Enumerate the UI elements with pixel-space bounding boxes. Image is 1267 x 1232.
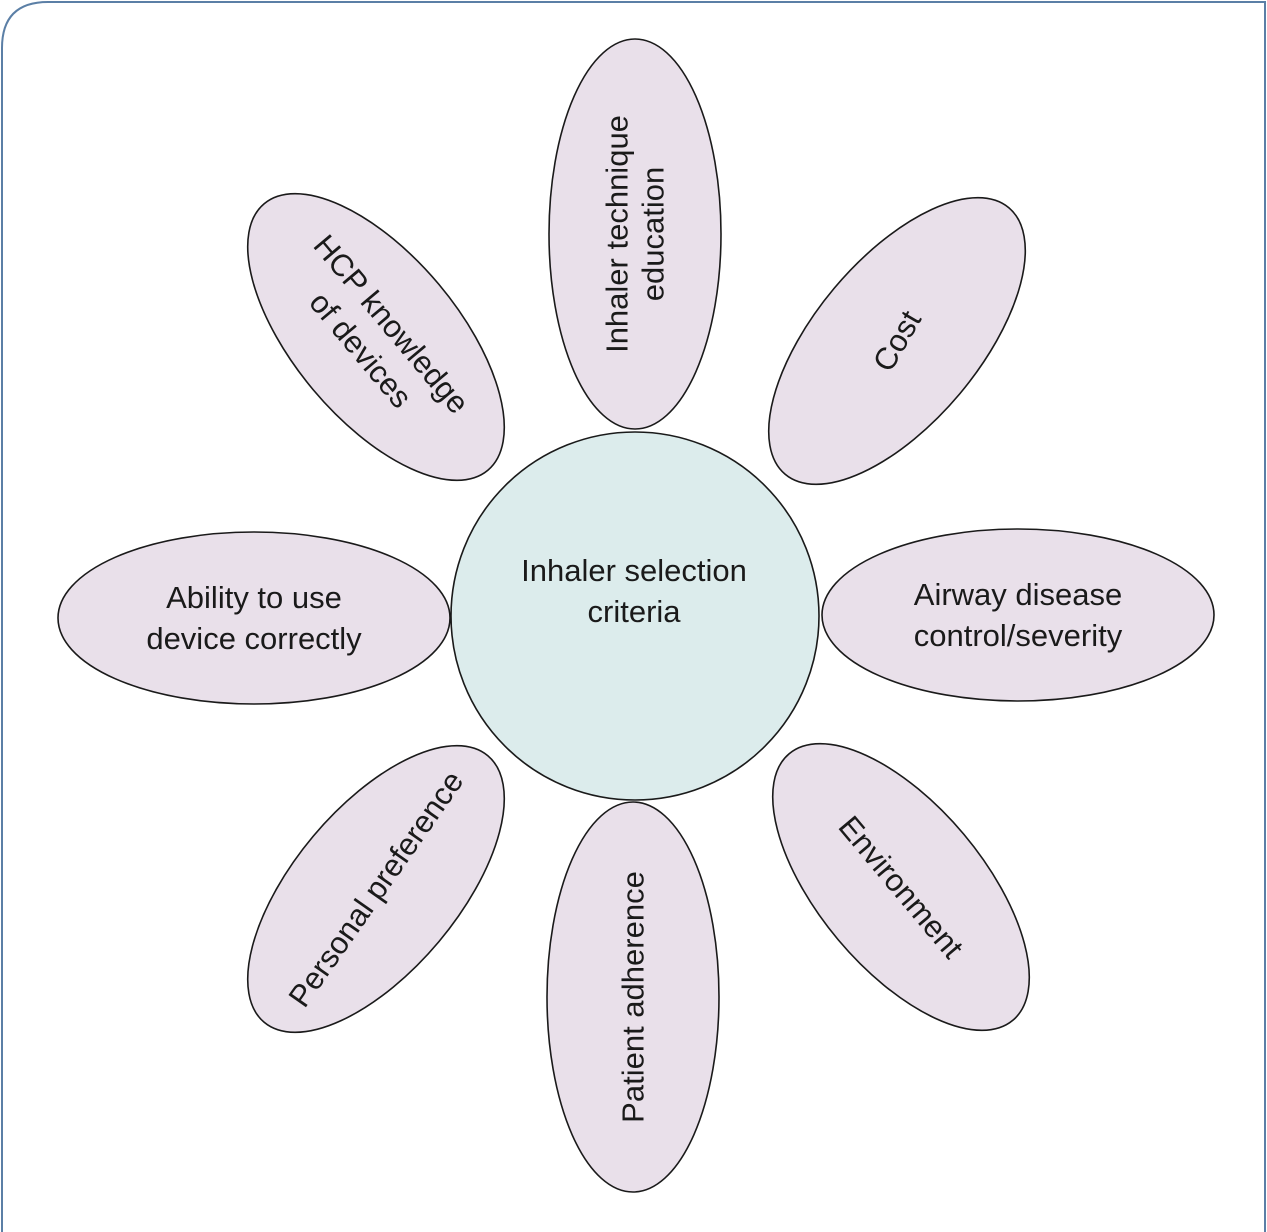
center-hub: Inhaler selection criteria bbox=[450, 431, 820, 801]
petal-shape bbox=[767, 196, 1027, 486]
petal-personal-preference: Personal preference bbox=[246, 744, 506, 1034]
petal-ability-to-use-device-label: Ability to use device correctly bbox=[146, 580, 362, 656]
petal-shape bbox=[771, 742, 1031, 1032]
petal-shape bbox=[57, 531, 451, 705]
center-label-line: criteria bbox=[587, 594, 681, 629]
hub-layer: Inhaler selection criteria bbox=[450, 431, 820, 801]
center-circle bbox=[450, 431, 820, 801]
petal-shape bbox=[246, 192, 506, 482]
petal-ability-to-use-device-label-line: device correctly bbox=[146, 621, 362, 656]
petal-patient-adherence-label-line: Patient adherence bbox=[616, 871, 651, 1123]
petal-shape bbox=[546, 801, 720, 1193]
petal-airway-disease-control-label-line: Airway disease bbox=[914, 577, 1122, 612]
petal-patient-adherence-label: Patient adherence bbox=[616, 871, 651, 1123]
petal-patient-adherence: Patient adherence bbox=[546, 801, 720, 1193]
petal-ability-to-use-device-label-line: Ability to use bbox=[166, 580, 342, 615]
petal-ability-to-use-device: Ability to use device correctly bbox=[57, 531, 451, 705]
petal-airway-disease-control-label-line: control/severity bbox=[914, 618, 1123, 653]
petal-environment: Environment bbox=[771, 742, 1031, 1032]
petal-inhaler-technique-education-label-line: education bbox=[636, 167, 671, 301]
petal-shape bbox=[246, 744, 506, 1034]
petal-shape bbox=[548, 38, 722, 430]
petal-airway-disease-control: Airway disease control/severity bbox=[821, 528, 1215, 702]
petal-shape bbox=[821, 528, 1215, 702]
center-label: Inhaler selection criteria bbox=[521, 553, 747, 629]
petal-inhaler-technique-education-label-line: Inhaler technique bbox=[600, 115, 635, 353]
center-label-line: Inhaler selection bbox=[521, 553, 747, 588]
petal-cost: Cost bbox=[767, 196, 1027, 486]
petal-airway-disease-control-label: Airway disease control/severity bbox=[914, 577, 1123, 653]
